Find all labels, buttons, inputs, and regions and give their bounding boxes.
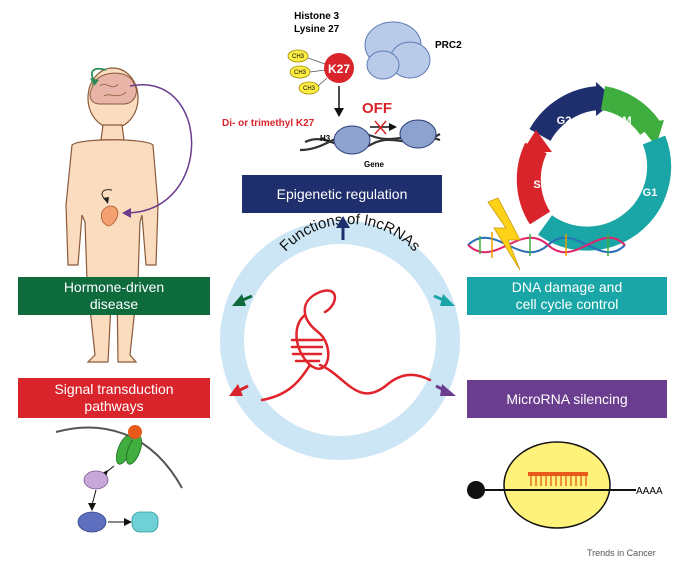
function-arrows [229, 216, 456, 396]
svg-text:CH3: CH3 [292, 54, 305, 60]
gene-label: Gene [364, 160, 385, 169]
epigenetic-regulation-box: Epigenetic regulation [242, 175, 442, 213]
methylation-arrowhead [334, 108, 344, 117]
hormone-feedback-arrow [127, 83, 193, 214]
k27-circle [324, 53, 354, 83]
brain-icon [89, 67, 137, 105]
svg-text:G2: G2 [557, 115, 572, 127]
histone-line2: Lysine 27 [294, 24, 340, 35]
prc2-label: PRC2 [435, 40, 462, 51]
signal-label-line2: pathways [84, 398, 144, 414]
methylation-label: Di- or trimethyl K27 [222, 118, 315, 129]
lightning-bolt-icon [487, 197, 521, 271]
h3-label: H3 [320, 134, 331, 143]
mirna-silencing-icon [467, 441, 636, 529]
histone-label: Histone 3 Lysine 27 [294, 10, 339, 36]
gland-icon [101, 189, 119, 227]
microrna-silencing-label: MicroRNA silencing [506, 390, 628, 407]
microrna-silencing-box: MicroRNA silencing [467, 380, 667, 418]
chromatin-icon [299, 119, 441, 155]
svg-text:G1: G1 [643, 187, 658, 199]
svg-text:M: M [622, 115, 631, 127]
hormone-feedback-arrowhead [122, 208, 131, 218]
hormone-label-line2: disease [89, 296, 139, 312]
svg-text:CH3: CH3 [294, 70, 307, 76]
journal-credit: Trends in Cancer [587, 548, 656, 558]
histone-line1: Histone 3 [294, 11, 340, 22]
central-ring [220, 220, 460, 460]
hormone-label-line1: Hormone-driven [63, 279, 165, 295]
dna-label-line1: DNA damage and [511, 279, 623, 295]
off-label: OFF [362, 100, 392, 117]
signal-pathway-icon [55, 425, 183, 533]
k27-label: K27 [328, 62, 350, 76]
svg-text:S: S [533, 179, 540, 191]
prc2-complex-icon [364, 21, 431, 80]
cell-cycle-icon [516, 82, 672, 251]
dna-damage-box: DNA damage and cell cycle control [467, 277, 667, 315]
dna-label-line2: cell cycle control [515, 296, 619, 312]
signal-transduction-box: Signal transduction pathways [18, 378, 210, 418]
lncrna-molecule [260, 289, 432, 402]
signal-label-line1: Signal transduction [54, 381, 174, 397]
svg-text:CH3: CH3 [303, 86, 316, 92]
polya-tail-label: AAAA [636, 486, 663, 497]
cell-cycle-labels: G2 M G1 S [533, 115, 657, 199]
methyl-groups: CH3 CH3 CH3 [287, 49, 328, 95]
hormone-driven-disease-box: Hormone-driven disease [18, 277, 210, 315]
epigenetic-regulation-label: Epigenetic regulation [276, 185, 408, 202]
dna-helix-icon [467, 232, 626, 258]
